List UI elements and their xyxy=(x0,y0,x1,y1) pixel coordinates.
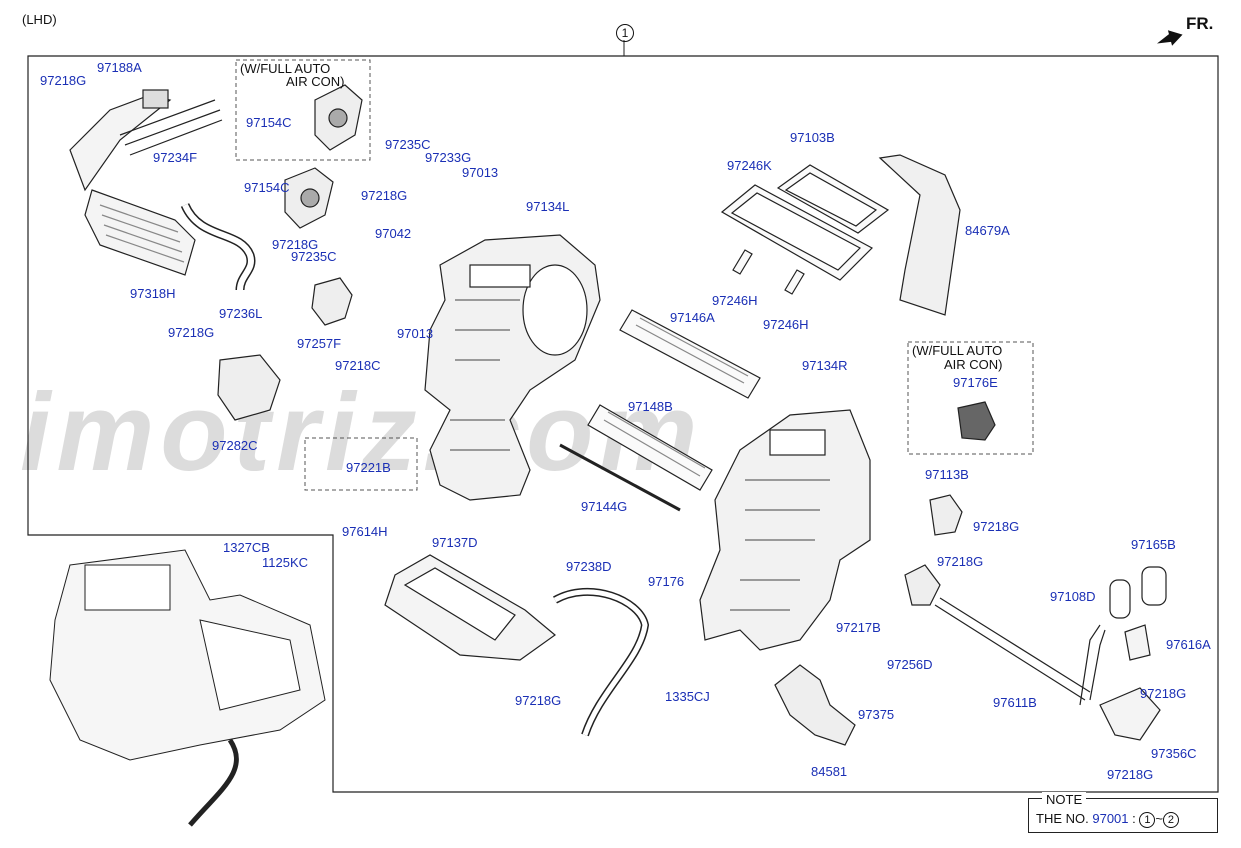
option-box-3 xyxy=(304,437,418,491)
part-label-97108d: 97108D xyxy=(1050,589,1096,604)
option-box-2-line2: AIR CON) xyxy=(944,357,1003,372)
part-label-97246k: 97246K xyxy=(727,158,772,173)
part-label-97013: 97013 xyxy=(462,165,499,180)
part-label-97137d: 97137D xyxy=(432,535,478,550)
part-label-97113b: 97113B xyxy=(925,467,969,482)
part-label-97233g: 97233G xyxy=(425,150,472,165)
part-label-97144g: 97144G xyxy=(581,499,628,514)
part-label-97318h: 97318H xyxy=(130,286,176,301)
part-label-97218g: 97218G xyxy=(973,519,1020,534)
part-label-97134l: 97134L xyxy=(526,199,570,214)
part-label-97134r: 97134R xyxy=(802,358,848,373)
part-label-97356c: 97356C xyxy=(1151,746,1197,761)
note-range-end: 2 xyxy=(1162,811,1179,828)
part-label-97218g: 97218G xyxy=(168,325,215,340)
door-part xyxy=(559,309,761,512)
part-label-97154c: 97154C xyxy=(246,115,292,130)
note-box xyxy=(1028,798,1218,833)
note-range-sep: ~ xyxy=(1155,811,1163,826)
part-label-1125kc: 1125KC xyxy=(262,555,309,570)
actuator-part xyxy=(217,84,996,606)
duct-part xyxy=(774,664,856,746)
part-label-97146a: 97146A xyxy=(670,310,715,325)
part-label-97611b: 97611B xyxy=(993,695,1037,710)
option-box-2-line1: (W/FULL AUTO xyxy=(912,343,1003,358)
direction-label: FR. xyxy=(1186,14,1214,33)
assembly-number-circle: 1 xyxy=(616,24,634,42)
part-label-97246h: 97246H xyxy=(712,293,758,308)
part-label-97375: 97375 xyxy=(858,707,895,722)
part-label-84679a: 84679A xyxy=(965,223,1010,238)
part-label-97218g: 97218G xyxy=(272,237,319,252)
part-label-97176: 97176 xyxy=(648,574,685,589)
note-code: 97001 xyxy=(1092,811,1129,826)
part-label-97614h: 97614H xyxy=(342,524,388,539)
inset-assembly xyxy=(49,549,326,827)
option-box-1 xyxy=(235,59,371,161)
part-label-97013: 97013 xyxy=(397,326,434,341)
note-range-start: 1 xyxy=(1139,811,1156,828)
part-label-97217b: 97217B xyxy=(836,620,881,635)
part-label-97246h: 97246H xyxy=(763,317,809,332)
part-label-97218c: 97218C xyxy=(335,358,381,373)
watermark: imotriz.com xyxy=(20,371,703,494)
part-label-97218g: 97218G xyxy=(361,188,408,203)
part-label-97154c: 97154C xyxy=(244,180,290,195)
variant-label: (LHD) xyxy=(22,12,57,27)
part-label-97238d: 97238D xyxy=(566,559,612,574)
heater-core-part xyxy=(69,89,223,276)
part-label-97218g: 97218G xyxy=(1107,767,1154,782)
part-label-1327cb: 1327CB xyxy=(223,540,270,555)
part-label-97218g: 97218G xyxy=(515,693,562,708)
part-label-97176e: 97176E xyxy=(953,375,998,390)
part-label-97235c: 97235C xyxy=(291,249,337,264)
note-colon: : xyxy=(1132,811,1136,826)
part-label-84581: 84581 xyxy=(811,764,848,779)
part-label-97616a: 97616A xyxy=(1166,637,1211,652)
part-label-97188a: 97188A xyxy=(97,60,142,75)
tray-part xyxy=(384,554,556,661)
part-label-97218g: 97218G xyxy=(937,554,984,569)
note-line: THE NO. 97001 : 1~2 xyxy=(1036,811,1179,828)
part-label-97235c: 97235C xyxy=(385,137,431,152)
part-label-97282c: 97282C xyxy=(212,438,258,453)
part-label-97148b: 97148B xyxy=(628,399,673,414)
part-label-97257f: 97257F xyxy=(297,336,342,351)
main-frame xyxy=(27,55,1219,793)
part-label-97103b: 97103B xyxy=(790,130,835,145)
pipe-part xyxy=(934,566,1167,741)
case-left-part xyxy=(424,234,601,501)
part-label-97234f: 97234F xyxy=(153,150,198,165)
part-label-97165b: 97165B xyxy=(1131,537,1176,552)
case-right-part xyxy=(699,409,871,651)
part-label-97236l: 97236L xyxy=(219,306,263,321)
part-label-97221b: 97221B xyxy=(346,460,391,475)
fr-arrow-icon xyxy=(1156,30,1183,46)
part-label-97256d: 97256D xyxy=(887,657,933,672)
note-title: NOTE xyxy=(1042,792,1087,807)
drain-hose-part xyxy=(553,587,650,737)
part-label-97218g: 97218G xyxy=(1140,686,1187,701)
option-box-1-line1: (W/FULL AUTO xyxy=(240,61,331,76)
filter-part xyxy=(720,154,961,316)
part-label-97042: 97042 xyxy=(375,226,412,241)
part-label-1335cj: 1335CJ xyxy=(665,689,710,704)
option-box-1-line2: AIR CON) xyxy=(286,74,345,89)
part-label-97218g: 97218G xyxy=(40,73,87,88)
note-prefix: THE NO. xyxy=(1036,811,1089,826)
